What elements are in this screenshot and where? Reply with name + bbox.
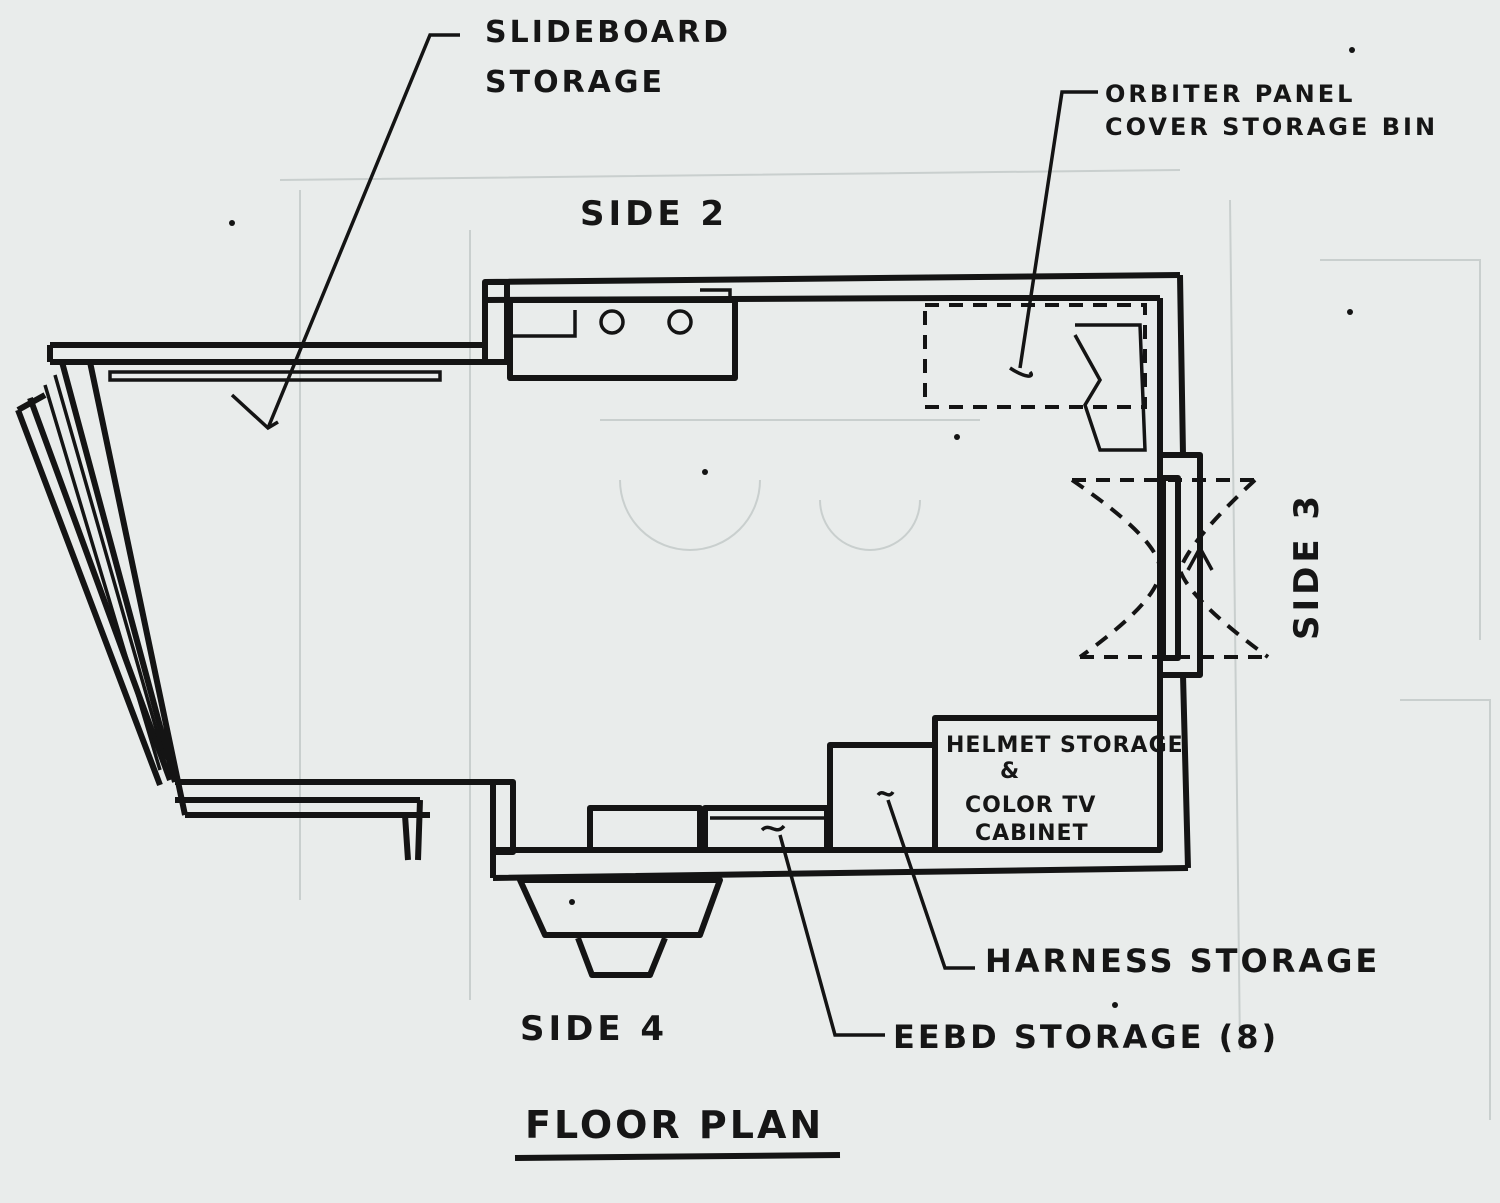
side-2-label: SIDE 2 <box>580 194 728 234</box>
side-4-label: SIDE 4 <box>520 1009 668 1049</box>
helmet-label-line3: CABINET <box>975 821 1089 846</box>
leader-lines <box>230 33 1098 1037</box>
harness-label: HARNESS STORAGE <box>985 942 1380 980</box>
helmet-label-line1: HELMET STORAGE <box>946 733 1184 758</box>
slideboard-bar <box>108 370 442 382</box>
door-swing <box>1070 475 1270 661</box>
orbiter-label-line1: ORBITER PANEL <box>1105 80 1355 108</box>
orbiter-panel-bin <box>923 303 1147 452</box>
orbiter-label-line2: COVER STORAGE BIN <box>1105 113 1438 141</box>
exterior-sink <box>517 877 723 978</box>
helmet-storage-cabinet <box>827 715 1163 853</box>
sink-cabinet <box>507 288 738 381</box>
stray-dots <box>229 47 1355 1008</box>
diagram-labels: SLIDEBOARD STORAGE ORBITER PANEL COVER S… <box>485 15 1438 1161</box>
helmet-label-amp: & <box>1000 759 1020 784</box>
eebd-label: EEBD STORAGE (8) <box>893 1018 1279 1056</box>
title-underline <box>514 1152 841 1161</box>
side-3-label: SIDE 3 <box>1287 492 1327 640</box>
slideboard-label-line2: STORAGE <box>485 65 665 100</box>
room-walls <box>15 272 1203 881</box>
floor-plan-title: FLOOR PLAN <box>525 1103 824 1147</box>
background-ghost-lines <box>279 169 1491 1120</box>
helmet-label-line2: COLOR TV <box>965 793 1096 818</box>
slideboard-label-line1: SLIDEBOARD <box>485 15 731 50</box>
eebd-storage-boxes <box>587 805 830 853</box>
